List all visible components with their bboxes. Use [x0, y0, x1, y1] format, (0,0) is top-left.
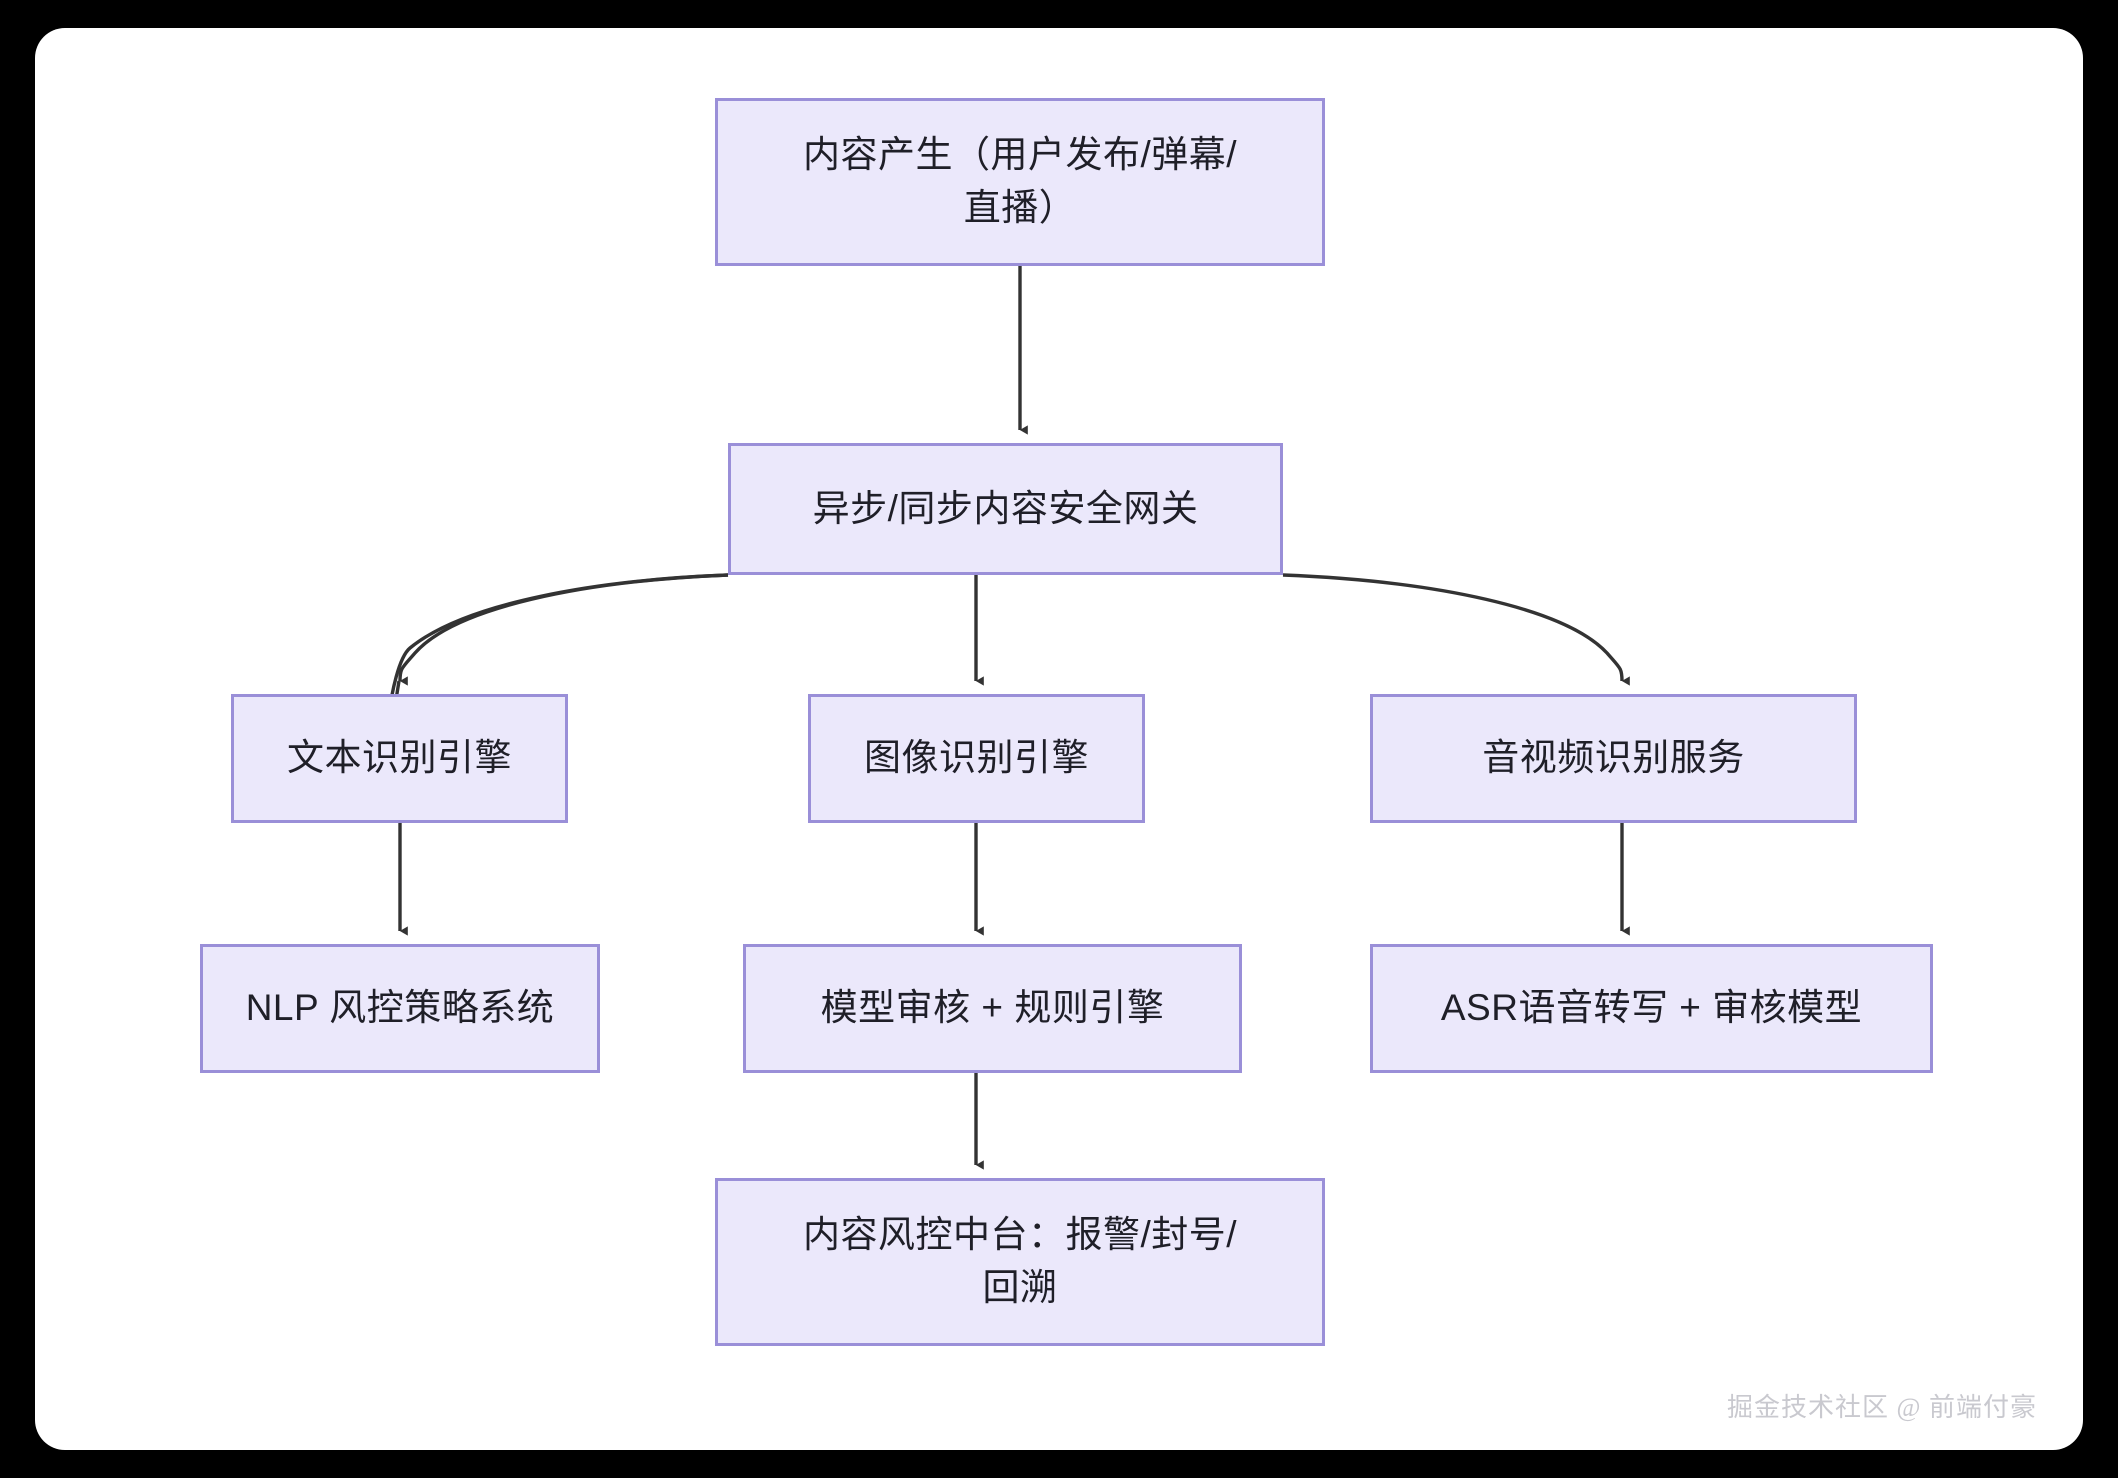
node-label: 文本识别引擎 [287, 737, 512, 779]
node-label: NLP 风控策略系统 [245, 987, 555, 1029]
node-asr-transcription-review-model[interactable]: ASR语音转写 + 审核模型 [1370, 944, 1933, 1073]
node-label: 音视频识别服务 [1482, 737, 1745, 779]
watermark: 掘金技术社区 @ 前端付豪 [1727, 1393, 2037, 1422]
node-content-production[interactable]: 内容产生（用户发布/弹幕/ 直播） [715, 98, 1325, 266]
flowchart-canvas: 内容产生（用户发布/弹幕/ 直播） 异步/同步内容安全网关 文本识别引擎 图像识… [35, 28, 2083, 1450]
diagram-card: 内容产生（用户发布/弹幕/ 直播） 异步/同步内容安全网关 文本识别引擎 图像识… [35, 28, 2083, 1450]
node-label: 模型审核 + 规则引擎 [820, 987, 1165, 1029]
node-label: 异步/同步内容安全网关 [812, 487, 1199, 529]
node-label: 内容产生（用户发布/弹幕/ 直播） [802, 134, 1238, 228]
node-nlp-risk-policy-system[interactable]: NLP 风控策略系统 [200, 944, 600, 1073]
edge-gateway-to-av [1282, 573, 1630, 686]
edge-gateway-to-text-visible [398, 573, 729, 686]
node-image-recognition-engine[interactable]: 图像识别引擎 [808, 694, 1145, 823]
node-label: 内容风控中台：报警/封号/ 回溯 [802, 1214, 1238, 1308]
node-content-security-gateway[interactable]: 异步/同步内容安全网关 [728, 443, 1283, 575]
node-model-review-rule-engine[interactable]: 模型审核 + 规则引擎 [743, 944, 1242, 1073]
node-audio-video-recognition-service[interactable]: 音视频识别服务 [1370, 694, 1857, 823]
node-content-risk-control-center[interactable]: 内容风控中台：报警/封号/ 回溯 [715, 1178, 1325, 1346]
node-label: 图像识别引擎 [864, 737, 1089, 779]
node-text-recognition-engine[interactable]: 文本识别引擎 [231, 694, 568, 823]
node-label: ASR语音转写 + 审核模型 [1440, 987, 1863, 1029]
